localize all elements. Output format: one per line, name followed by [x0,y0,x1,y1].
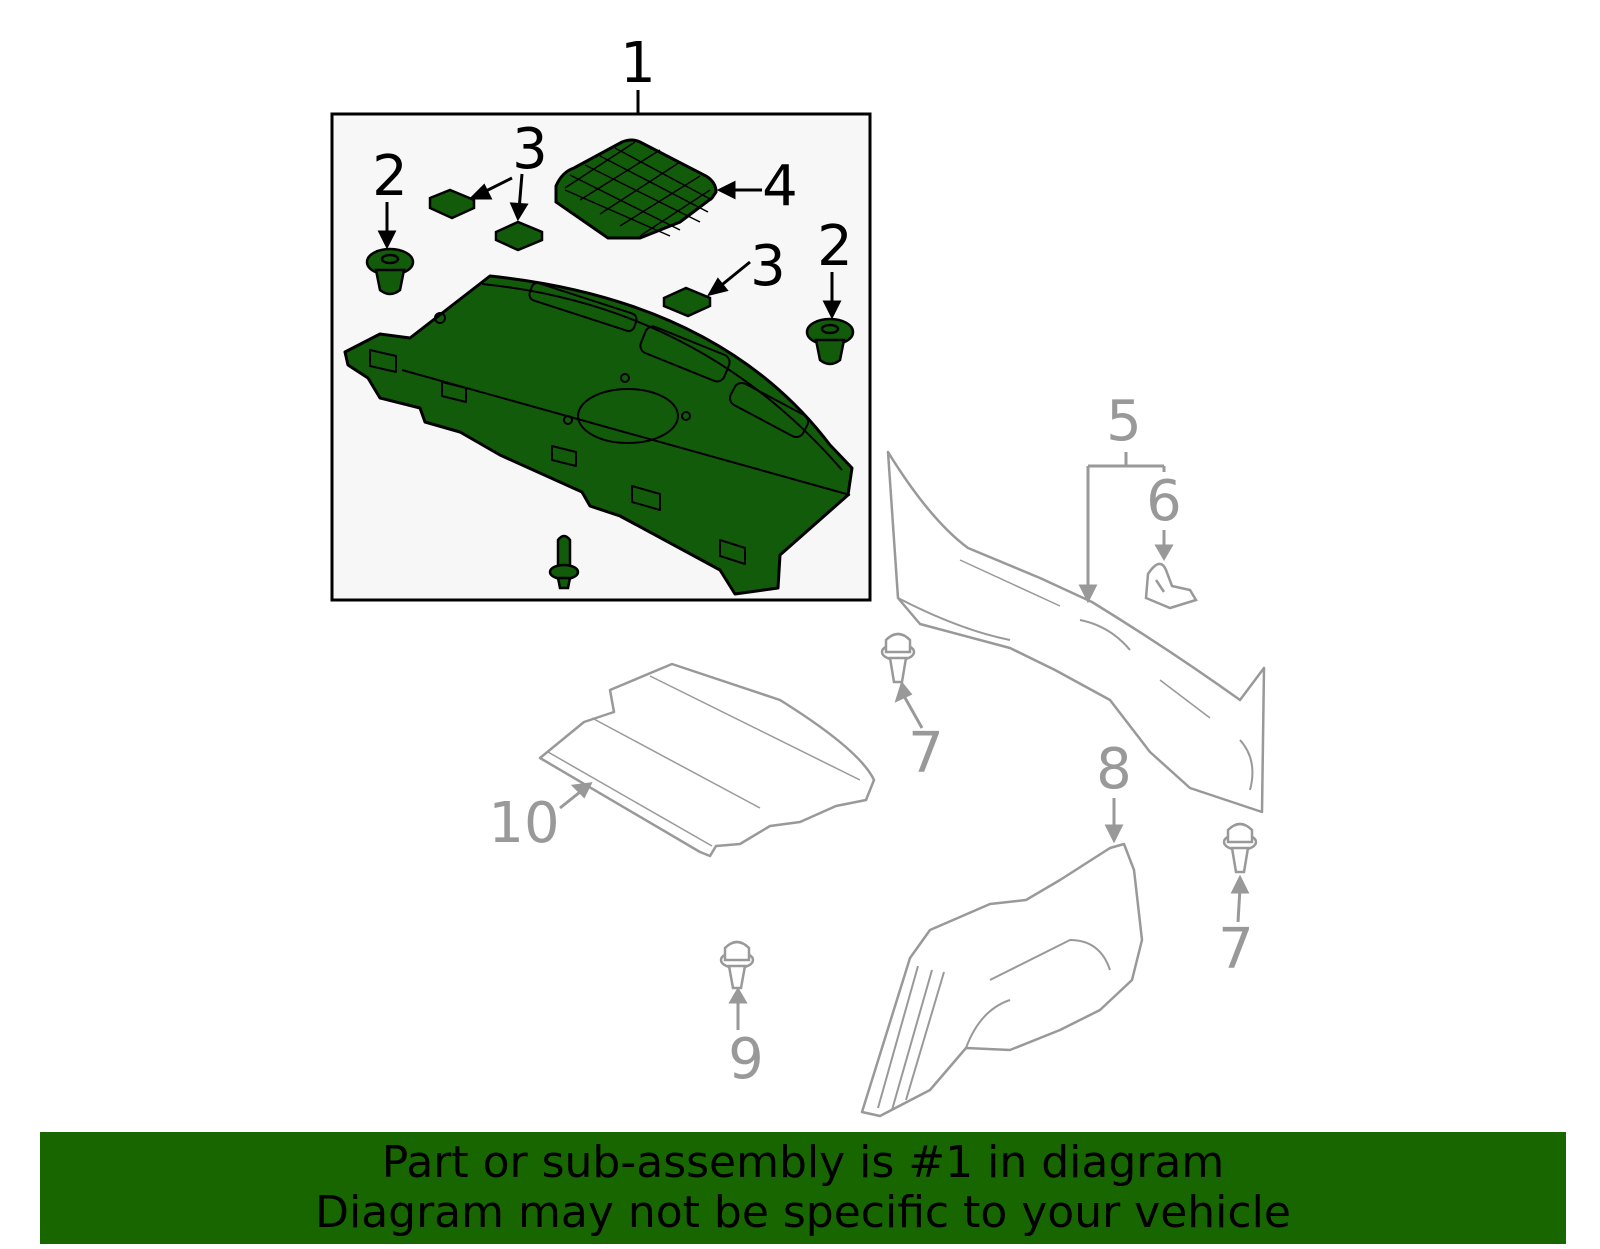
package-tray-part[interactable] [343,274,854,596]
info-banner-line-2: Diagram may not be specific to your vehi… [315,1187,1291,1238]
pad-part[interactable] [428,188,712,318]
callout-5-bracket [1078,452,1166,604]
leader-arrows-black [377,173,842,320]
callout-2-left: 2 [372,144,408,209]
callout-10: 10 [488,791,559,856]
callout-8: 8 [1096,737,1132,802]
quarter-trim-part[interactable] [860,842,1144,1118]
callout-9: 9 [728,1027,764,1092]
callout-7-right: 7 [1218,917,1254,982]
trim-clip-part[interactable] [1144,562,1198,610]
fastener-part[interactable] [548,534,580,590]
floor-cover-part[interactable] [538,662,876,858]
info-banner: Part or sub-assembly is #1 in diagram Di… [40,1132,1566,1244]
callout-2-right: 2 [817,214,853,279]
rear-panel-trim-part[interactable] [886,450,1266,814]
leader-arrows-gray [559,530,1250,1030]
info-banner-line-1: Part or sub-assembly is #1 in diagram [381,1137,1225,1188]
speaker-grille-part[interactable] [554,138,718,240]
push-clip-part[interactable] [365,247,855,366]
callout-1: 1 [620,31,656,96]
callout-6: 6 [1146,469,1182,534]
push-pin-part-9[interactable] [719,940,755,990]
callout-3-right: 3 [750,234,786,299]
callout-3-top: 3 [512,117,548,182]
callout-7-left: 7 [908,721,944,786]
callout-5: 5 [1106,389,1142,454]
callout-4: 4 [762,154,798,219]
